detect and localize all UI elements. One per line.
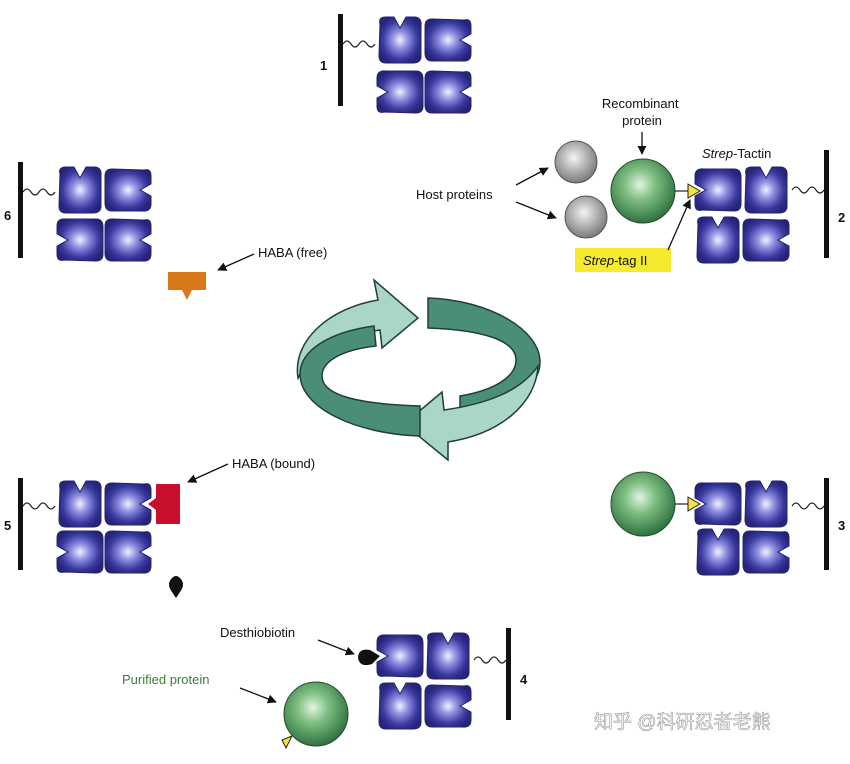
strep-tag-icon xyxy=(687,183,701,199)
pointer-arrow-icon xyxy=(187,463,229,483)
panel-5: HABA (bound) 5 xyxy=(4,456,315,598)
step-number: 1 xyxy=(320,58,327,73)
cycle-arrow-left xyxy=(299,325,421,437)
haba-free-label: HABA (free) xyxy=(258,245,327,260)
resin-bar xyxy=(824,150,829,258)
pointer-arrow-icon xyxy=(239,687,277,704)
strep-tactin-tetramer xyxy=(376,16,472,114)
host-proteins-label: Host proteins xyxy=(416,187,493,202)
resin-bar xyxy=(824,478,829,570)
strep-tactin-label: Strep-Tactin xyxy=(702,146,771,161)
strep-tactin-tetramer xyxy=(694,480,790,576)
haba-bound-label: HABA (bound) xyxy=(232,456,315,471)
step-number: 3 xyxy=(838,518,845,533)
desthiobiotin-icon xyxy=(169,576,183,598)
panel-1: 1 xyxy=(320,14,472,114)
resin-bar xyxy=(338,14,343,106)
pointer-arrow-icon xyxy=(217,253,255,271)
linker xyxy=(473,656,507,664)
cycle-arrows-icon xyxy=(296,278,541,462)
desthiobiotin-label: Desthiobiotin xyxy=(220,625,295,640)
strep-tactin-tetramer xyxy=(694,166,790,264)
linker xyxy=(22,502,56,510)
linker xyxy=(342,40,376,48)
pointer-arrow-icon xyxy=(515,201,557,220)
recombinant-protein-label: Recombinant protein xyxy=(602,96,682,128)
step-number: 6 xyxy=(4,208,11,223)
linker xyxy=(22,188,56,196)
host-protein xyxy=(554,140,598,184)
linker xyxy=(791,502,825,510)
purified-protein xyxy=(283,681,349,747)
pointer-arrow-icon xyxy=(515,167,549,186)
strep-tag-label: Strep-tag II xyxy=(583,253,647,268)
panel-2: Recombinant protein Strep-Tactin Host pr… xyxy=(416,96,845,272)
strep-tag-label-box xyxy=(575,248,671,272)
step-number: 5 xyxy=(4,518,11,533)
desthiobiotin-icon xyxy=(358,649,380,666)
strep-tactin-tetramer xyxy=(56,480,152,574)
strep-tactin-tetramer xyxy=(376,632,472,730)
recombinant-protein xyxy=(610,158,676,224)
host-protein xyxy=(564,195,608,239)
resin-bar xyxy=(18,162,23,258)
strep-tactin-tetramer xyxy=(56,166,152,262)
panel-3: 3 xyxy=(610,471,845,576)
cycle-arrow-bottom xyxy=(402,363,539,462)
panel-4: Desthiobiotin Purified protein 4 xyxy=(122,625,528,750)
step-number: 2 xyxy=(838,210,845,225)
haba-free-icon xyxy=(168,272,206,300)
strep-tag-icon xyxy=(687,496,701,512)
resin-bar xyxy=(506,628,511,720)
linker xyxy=(791,186,825,194)
resin-bar xyxy=(18,478,23,570)
pointer-arrow-icon xyxy=(667,199,691,251)
step-number: 4 xyxy=(520,672,528,687)
recombinant-protein xyxy=(610,471,676,537)
watermark: 知乎 @科研忍者老熊 xyxy=(594,711,771,733)
haba-bound-icon xyxy=(148,484,180,524)
pointer-arrow-icon xyxy=(317,639,355,656)
panel-6: HABA (free) 6 xyxy=(4,162,327,300)
strep-tag-icon xyxy=(281,735,294,750)
purified-protein-label: Purified protein xyxy=(122,672,209,687)
